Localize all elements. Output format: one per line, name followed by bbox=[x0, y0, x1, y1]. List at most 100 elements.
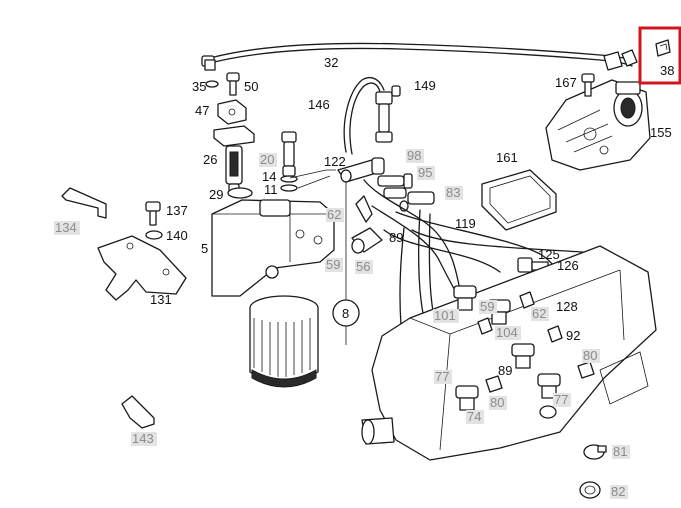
callout-label: 92 bbox=[566, 328, 580, 343]
callout-label: 98 bbox=[407, 148, 421, 163]
callout-label: 119 bbox=[455, 216, 476, 231]
callout-74: 74 bbox=[466, 409, 484, 424]
clip-62a bbox=[355, 195, 373, 223]
callout-146: 146 bbox=[308, 97, 330, 112]
callout-background bbox=[479, 300, 497, 314]
callout-label: 74 bbox=[467, 409, 481, 424]
callout-80: 80 bbox=[582, 348, 600, 363]
callout-5: 5 bbox=[201, 241, 208, 256]
callout-62: 62 bbox=[326, 207, 344, 222]
callout-background bbox=[326, 208, 344, 222]
leader-lines bbox=[289, 169, 336, 189]
o-ring-29 bbox=[227, 187, 253, 199]
injection-pump-body bbox=[361, 245, 657, 461]
clip-38 bbox=[655, 39, 671, 57]
clip-92 bbox=[547, 325, 563, 343]
callout-label: 104 bbox=[496, 325, 518, 340]
callout-background bbox=[54, 221, 80, 235]
callout-label: 62 bbox=[532, 306, 546, 321]
callout-label: 35 bbox=[192, 79, 206, 94]
washer-140 bbox=[145, 230, 163, 240]
plate-47 bbox=[217, 99, 247, 125]
callout-label: 77 bbox=[435, 369, 449, 384]
screw-35 bbox=[204, 59, 219, 88]
callout-122: 122 bbox=[324, 154, 346, 169]
callout-label: 62 bbox=[327, 207, 341, 222]
callout-80: 80 bbox=[489, 395, 507, 410]
callout-label: 50 bbox=[244, 79, 258, 94]
callout-label: 20 bbox=[260, 152, 274, 167]
callout-label: 81 bbox=[613, 444, 627, 459]
callout-label: 59 bbox=[480, 299, 494, 314]
callout-126: 126 bbox=[557, 258, 579, 273]
callout-155: 155 bbox=[650, 125, 672, 140]
callout-label: 161 bbox=[496, 150, 518, 165]
callout-167: 167 bbox=[555, 75, 577, 90]
callout-89: 89 bbox=[498, 363, 512, 378]
fitting-95 bbox=[383, 187, 407, 199]
callout-background bbox=[434, 370, 452, 384]
callout-47: 47 bbox=[195, 103, 209, 118]
callout-119: 119 bbox=[455, 216, 476, 231]
callout-101: 101 bbox=[433, 308, 459, 323]
callout-background bbox=[582, 349, 600, 363]
callout-35: 35 bbox=[192, 79, 206, 94]
callout-label: 8 bbox=[342, 306, 349, 321]
callout-98: 98 bbox=[406, 148, 424, 163]
callout-89: 89 bbox=[389, 230, 403, 245]
plunger-20 bbox=[281, 131, 297, 177]
callout-label: 83 bbox=[446, 185, 460, 200]
callout-label: 29 bbox=[209, 187, 223, 202]
callout-59: 59 bbox=[325, 257, 343, 272]
callout-95: 95 bbox=[417, 165, 435, 180]
callout-label: 155 bbox=[650, 125, 672, 140]
callout-83: 83 bbox=[445, 185, 463, 200]
callout-32: 32 bbox=[324, 55, 338, 70]
hose-146 bbox=[343, 76, 385, 155]
callout-62: 62 bbox=[531, 306, 549, 321]
callout-label: 59 bbox=[326, 257, 340, 272]
callout-label: 122 bbox=[324, 154, 346, 169]
callout-background bbox=[355, 260, 373, 274]
leak-off-line-32 bbox=[201, 42, 638, 71]
valve-149 bbox=[375, 85, 401, 143]
clip-62b bbox=[519, 291, 535, 309]
callout-background bbox=[406, 149, 424, 163]
callout-82: 82 bbox=[610, 484, 628, 499]
callout-label: 32 bbox=[324, 55, 338, 70]
callout-label: 143 bbox=[132, 431, 154, 446]
banjo-56 bbox=[351, 227, 383, 254]
callout-label: 126 bbox=[557, 258, 579, 273]
callout-label: 11 bbox=[264, 182, 278, 197]
callout-label: 26 bbox=[203, 152, 217, 167]
callout-background bbox=[131, 432, 157, 446]
bolt-137 bbox=[145, 201, 161, 226]
clip-80b bbox=[485, 375, 503, 393]
callout-label: 131 bbox=[150, 292, 172, 307]
highlight-box-38 bbox=[638, 26, 681, 85]
callout-label: 140 bbox=[166, 228, 188, 243]
callout-label: 149 bbox=[414, 78, 436, 93]
gasket-161 bbox=[481, 169, 557, 231]
callout-56: 56 bbox=[355, 259, 373, 274]
callout-background bbox=[445, 186, 463, 200]
callout-label: 47 bbox=[195, 103, 209, 118]
callout-label: 5 bbox=[201, 241, 208, 256]
callout-label: 146 bbox=[308, 97, 330, 112]
callout-background bbox=[553, 393, 571, 407]
callout-50: 50 bbox=[244, 79, 258, 94]
callout-140: 140 bbox=[166, 228, 188, 243]
tee-122 bbox=[337, 157, 385, 183]
clamp-82 bbox=[579, 481, 601, 499]
callout-label: 14 bbox=[262, 169, 276, 184]
washer-11 bbox=[280, 184, 298, 192]
callout-label: 38 bbox=[660, 63, 674, 78]
callout-background bbox=[466, 410, 484, 424]
callout-label: 77 bbox=[554, 392, 568, 407]
callout-92: 92 bbox=[566, 328, 580, 343]
callout-label: 125 bbox=[538, 247, 560, 262]
callout-8: 8 bbox=[342, 306, 349, 321]
pump-26 bbox=[213, 125, 255, 195]
callout-29: 29 bbox=[209, 187, 223, 202]
filter-cartridge-8 bbox=[249, 295, 319, 388]
